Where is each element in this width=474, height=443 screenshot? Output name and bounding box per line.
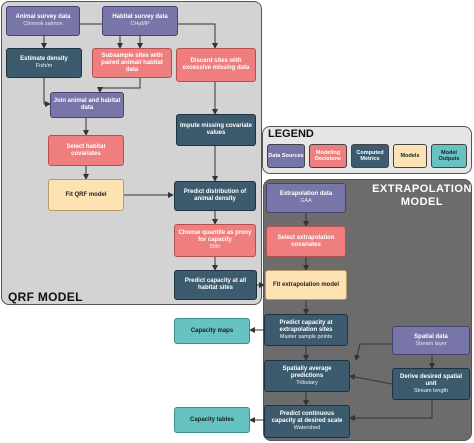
qrf-model-label: QRF MODEL xyxy=(8,290,83,304)
extrapolation-label-line2: MODEL xyxy=(400,196,444,208)
derive-unit-title: Derive desired spatial unit xyxy=(399,373,463,387)
derive-spatial-unit: Derive desired spatial unit Stream lengt… xyxy=(392,368,470,400)
choose-quantile-title: Choose quantile as proxy for capacity xyxy=(178,230,252,243)
predict-capacity-all: Predict capacity at all habitat sites xyxy=(174,270,257,300)
estimate-density: Estimate density Fish/m xyxy=(6,48,82,78)
capacity-maps: Capacity maps xyxy=(174,318,250,344)
select-extrapolation-covariates: Select extrapolation covariates xyxy=(266,226,346,257)
predict-continuous-title: Predict continuous capacity at desired s… xyxy=(271,411,343,424)
predict-continuous-capacity: Predict continuous capacity at desired s… xyxy=(264,405,350,438)
extrapolation-label-line1: EXTRAPOLATION xyxy=(372,183,472,195)
legend-title: LEGEND xyxy=(268,128,314,140)
legend-model-outputs: Model Outputs xyxy=(431,144,467,168)
animal-survey-title: Animal survey data xyxy=(15,14,71,20)
legend-data-sources: Data Sources xyxy=(267,144,305,168)
spatial-data-title: Spatial data xyxy=(414,333,448,340)
habitat-survey-data: Habitat survey data CHaMP xyxy=(102,6,178,36)
predict-capacity-all-title: Predict capacity at all habitat sites xyxy=(184,278,247,291)
discard-sites-title: Discard sites with excessive missing dat… xyxy=(182,58,250,71)
capacity-maps-title: Capacity maps xyxy=(190,327,234,334)
estimate-density-sub: Fish/m xyxy=(35,63,53,69)
fit-extrapolation-model: Fit extrapolation model xyxy=(265,270,347,300)
fit-qrf-title: Fit QRF model xyxy=(65,191,107,198)
predict-capacity-extrapolation: Predict capacity at extrapolation sites … xyxy=(264,314,348,346)
predict-distribution: Predict distribution of animal density xyxy=(174,181,256,211)
animal-survey-sub: Chinook salmon xyxy=(23,21,63,27)
fit-qrf-model: Fit QRF model xyxy=(48,179,124,211)
impute-title: Impute missing covariate values xyxy=(179,123,253,136)
spatially-average-predictions: Spatially average predictions Tributary xyxy=(264,360,350,392)
habitat-survey-title: Habitat survey data xyxy=(112,14,168,20)
choose-quantile: Choose quantile as proxy for capacity 90… xyxy=(174,224,256,257)
predict-continuous-sub: Watershed xyxy=(293,425,321,431)
spatially-average-sub: Tributary xyxy=(296,379,318,386)
spatially-average-title: Spatially average predictions xyxy=(282,365,332,379)
extrap-data-sub: GAA xyxy=(300,198,312,204)
legend-computed-metrics: Computed Metrics xyxy=(351,144,389,168)
choose-quantile-sub: 90th xyxy=(209,244,221,250)
join-title: Join animal and habitat data xyxy=(53,98,121,111)
join-animal-habitat: Join animal and habitat data xyxy=(50,92,124,118)
habitat-survey-sub: CHaMP xyxy=(130,21,150,27)
spatial-data-sub: Stream layer xyxy=(415,340,447,347)
capacity-tables-title: Capacity tables xyxy=(189,416,235,423)
select-habitat-title: Select habitat covariates xyxy=(66,143,106,157)
legend-modeling-decisions: Modeling Decisions xyxy=(309,144,347,168)
select-extrap-title: Select extrapolation covariates xyxy=(277,234,335,248)
extrapolation-data: Extrapolation data GAA xyxy=(266,183,346,213)
impute-missing: Impute missing covariate values xyxy=(176,114,256,146)
derive-unit-sub: Stream length xyxy=(413,387,449,394)
predict-distribution-title: Predict distribution of animal density xyxy=(183,189,247,202)
fit-extrap-title: Fit extrapolation model xyxy=(272,281,339,288)
estimate-density-title: Estimate density xyxy=(20,56,68,62)
extrapolation-model-label: EXTRAPOLATION MODEL xyxy=(372,183,472,209)
select-habitat-covariates: Select habitat covariates xyxy=(48,135,124,166)
capacity-tables: Capacity tables xyxy=(174,407,250,433)
animal-survey-data: Animal survey data Chinook salmon xyxy=(6,6,80,36)
predict-capacity-extrap-title: Predict capacity at extrapolation sites xyxy=(279,319,333,333)
legend-models: Models xyxy=(393,144,427,168)
spatial-data: Spatial data Stream layer xyxy=(392,326,470,355)
extrap-data-title: Extrapolation data xyxy=(279,191,333,197)
subsample-sites: Subsample sites with paired animal/ habi… xyxy=(92,48,172,78)
discard-sites: Discard sites with excessive missing dat… xyxy=(176,48,256,82)
predict-capacity-extrap-sub: Master sample points xyxy=(279,333,333,340)
subsample-sites-title: Subsample sites with paired animal/ habi… xyxy=(101,52,163,73)
